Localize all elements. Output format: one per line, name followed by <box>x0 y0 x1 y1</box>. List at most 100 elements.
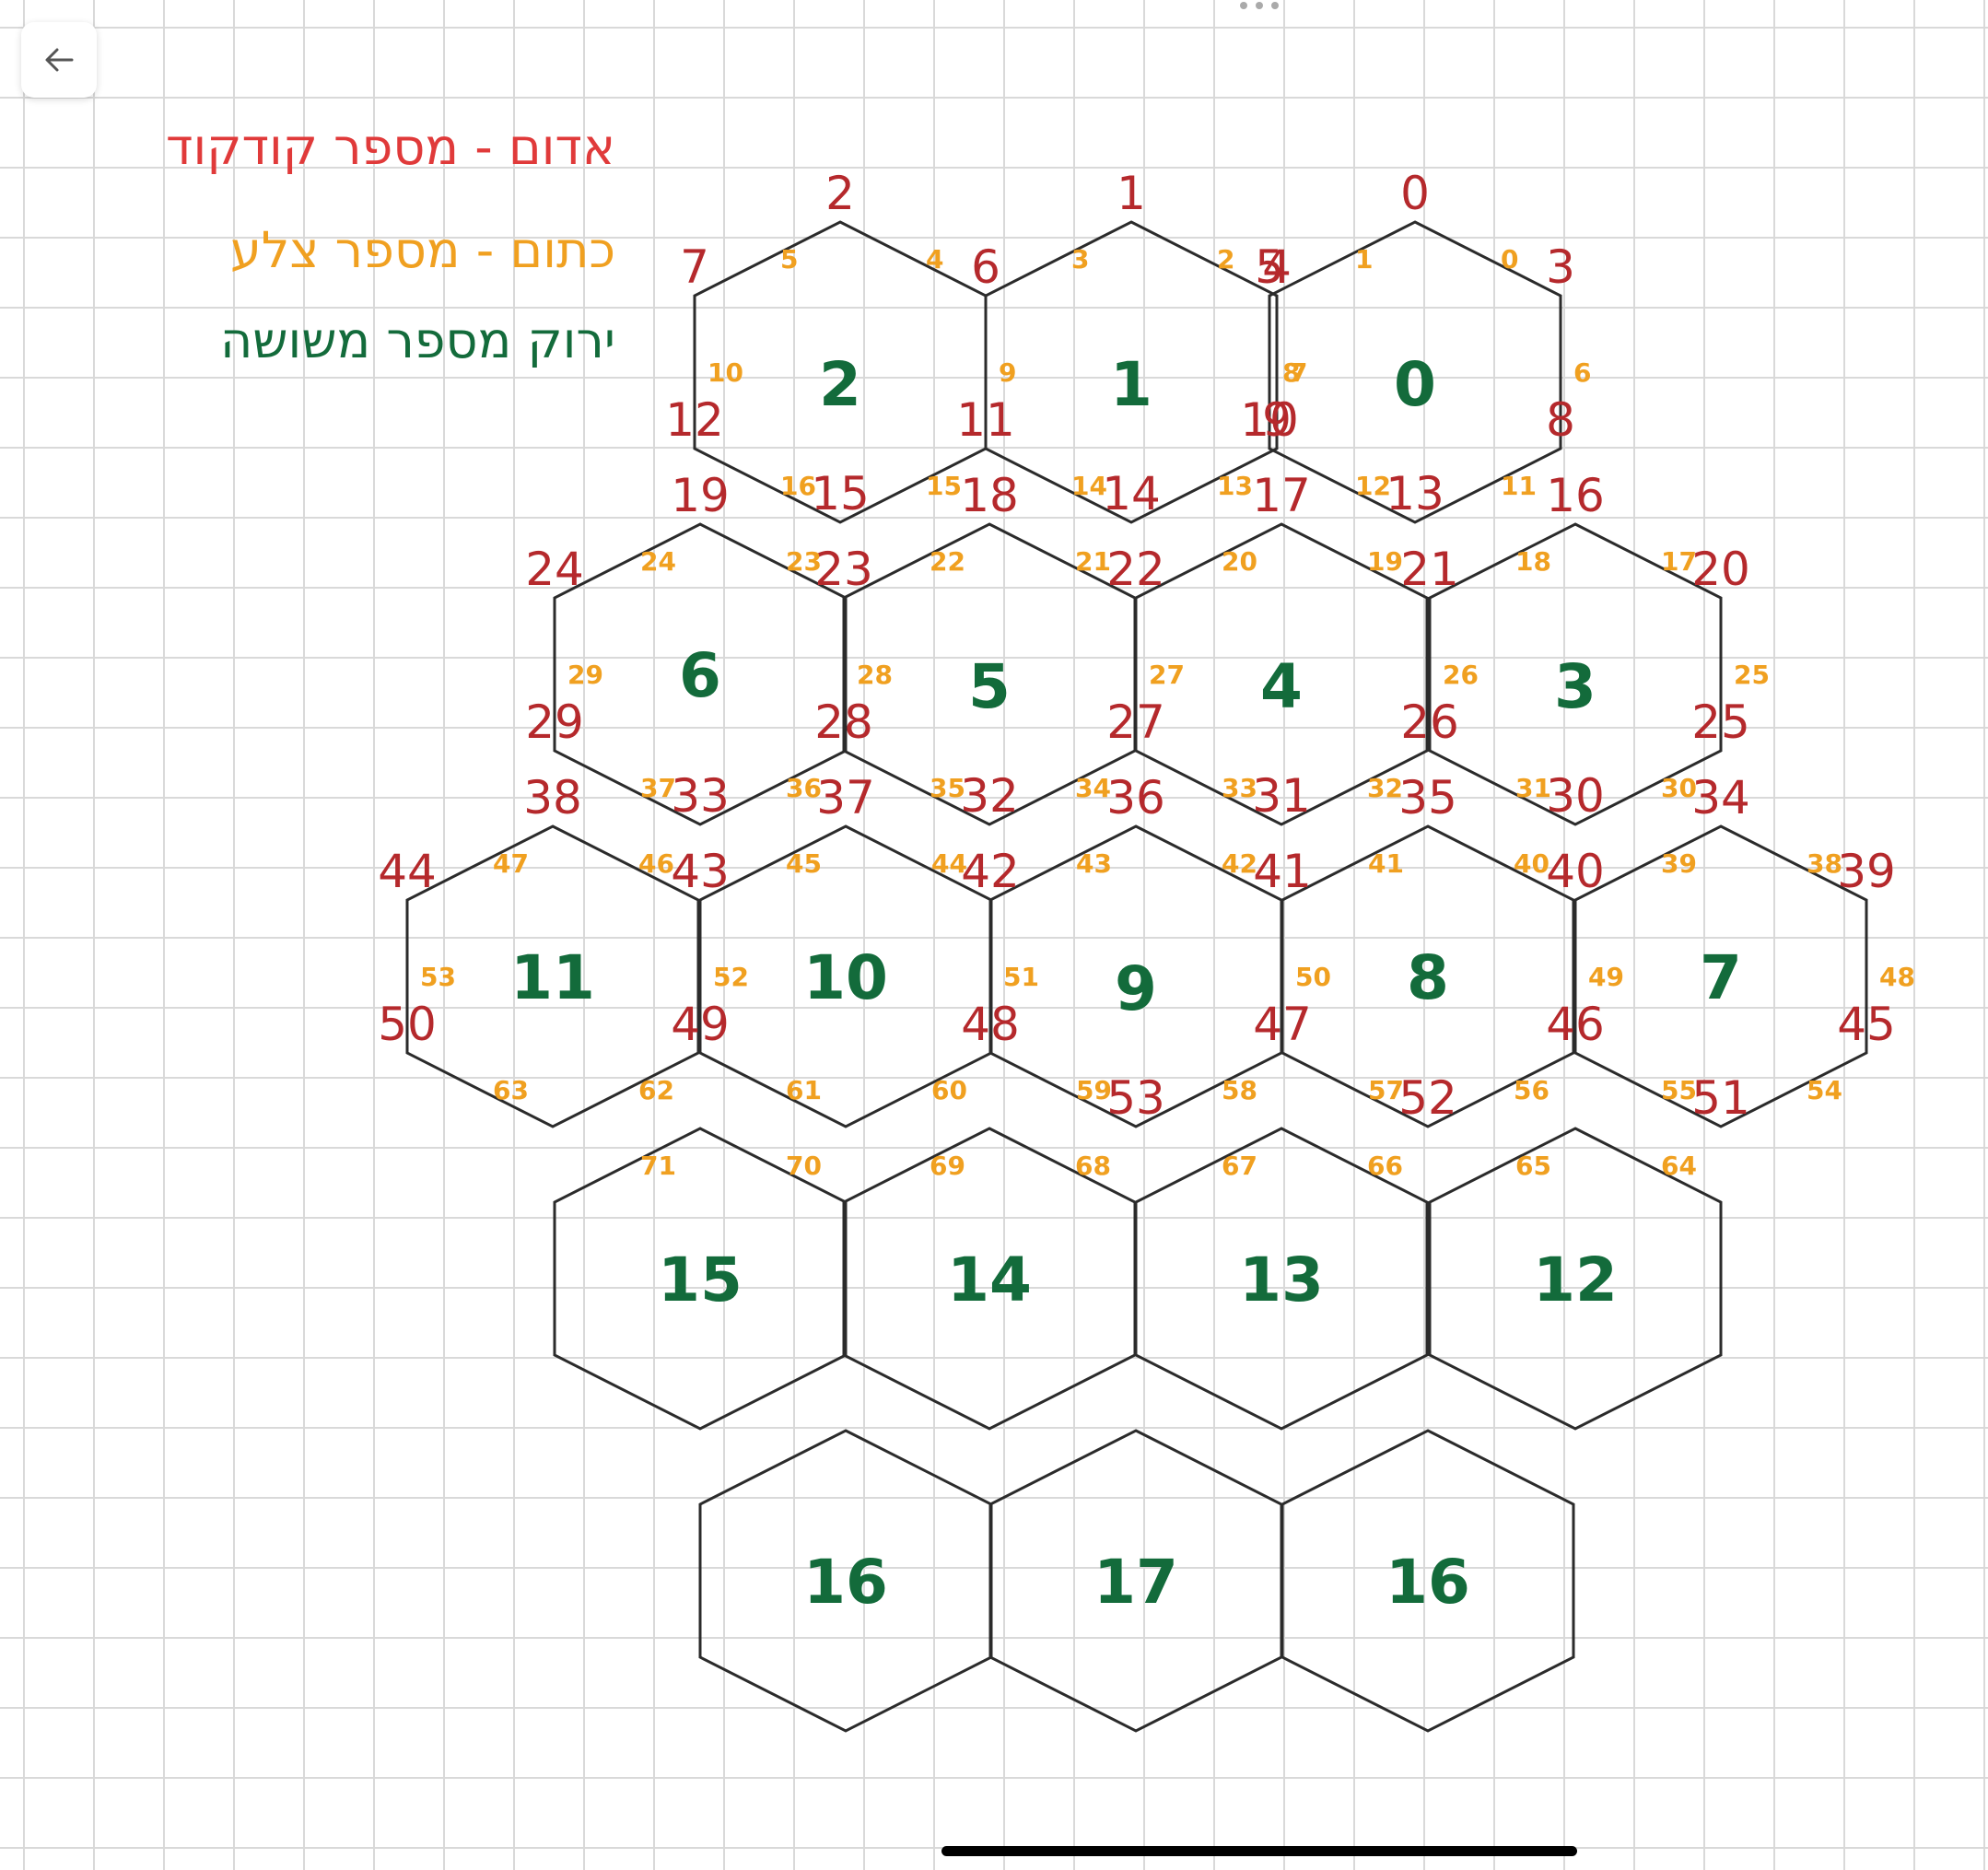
vertex-label: 47 <box>1253 998 1312 1051</box>
hexagon-number: 7 <box>1700 942 1742 1013</box>
hexagon-outline <box>553 1127 848 1431</box>
edge-label: 48 <box>1879 962 1915 992</box>
edge-label: 14 <box>1071 471 1107 501</box>
edge-label: 63 <box>493 1075 529 1105</box>
hexagon-outline <box>698 824 993 1128</box>
legend-edge: כתום - מספר צלע <box>229 221 615 279</box>
hexagon-number: 15 <box>658 1245 743 1315</box>
vertex-label: 27 <box>1106 695 1165 749</box>
vertex-label: 43 <box>671 845 730 898</box>
vertex-label: 42 <box>961 845 1020 898</box>
edge-label: 13 <box>1217 471 1253 501</box>
more-dots-icon[interactable] <box>1234 0 1284 17</box>
edge-label: 20 <box>1222 546 1257 577</box>
edge-label: 58 <box>1222 1075 1257 1105</box>
vertex-label: 18 <box>960 469 1019 522</box>
hexagon-number: 11 <box>510 942 595 1013</box>
edge-label: 32 <box>1367 773 1403 803</box>
vertex-label: 11 <box>956 393 1015 447</box>
vertex-label: 26 <box>1400 695 1459 749</box>
vertex-label: 25 <box>1691 695 1750 749</box>
edge-label: 56 <box>1514 1075 1549 1105</box>
edge-label: 51 <box>1003 962 1039 992</box>
edge-label: 29 <box>567 660 603 690</box>
edge-label: 4 <box>926 244 943 275</box>
hexagon-number: 5 <box>968 651 1011 722</box>
vertex-label: 35 <box>1398 771 1457 824</box>
edge-label: 54 <box>1807 1075 1842 1105</box>
vertex-label: 1 <box>1117 167 1146 220</box>
edge-label: 35 <box>930 773 965 803</box>
vertex-label: 8 <box>1546 393 1575 447</box>
hexagon-number: 0 <box>1394 349 1436 420</box>
edge-label: 12 <box>1355 471 1391 501</box>
edge-label: 67 <box>1222 1151 1257 1181</box>
edge-label: 68 <box>1075 1151 1111 1181</box>
edge-label: 40 <box>1514 848 1549 879</box>
vertex-label: 33 <box>671 769 730 823</box>
hexagon-outline <box>405 824 700 1128</box>
vertex-label: 13 <box>1386 467 1444 520</box>
edge-label: 3 <box>1071 244 1089 275</box>
edge-label: 17 <box>1661 546 1697 577</box>
edge-label: 34 <box>1075 773 1111 803</box>
edge-label: 38 <box>1807 848 1842 879</box>
hexagon-outline <box>698 1429 993 1733</box>
edge-label: 50 <box>1295 962 1331 992</box>
edge-label: 33 <box>1222 773 1257 803</box>
edge-label: 26 <box>1443 660 1479 690</box>
edge-label: 53 <box>420 962 456 992</box>
vertex-label: 53 <box>1106 1071 1165 1125</box>
hexagon-number: 2 <box>819 349 861 420</box>
hexagon-number: 16 <box>1386 1547 1470 1618</box>
edge-label: 23 <box>786 546 822 577</box>
vertex-label: 21 <box>1400 543 1459 596</box>
legend-hexagon: ירוק מספר משושה <box>219 311 615 369</box>
edge-label: 16 <box>780 471 816 501</box>
edge-label: 0 <box>1501 244 1518 275</box>
vertex-label: 36 <box>1106 771 1165 824</box>
vertex-label: 32 <box>960 769 1019 823</box>
edge-label: 6 <box>1573 357 1591 388</box>
vertex-label: 44 <box>378 845 437 898</box>
hexagon-number: 13 <box>1239 1245 1324 1315</box>
hexagon-number: 14 <box>947 1245 1032 1315</box>
edge-label: 42 <box>1222 848 1257 879</box>
hexagon-outline <box>1268 220 1562 524</box>
edge-label: 19 <box>1367 546 1403 577</box>
hexagon-number: 12 <box>1533 1245 1618 1315</box>
edge-label: 43 <box>1076 848 1112 879</box>
edge-label: 15 <box>926 471 962 501</box>
back-button[interactable] <box>21 22 97 98</box>
edge-label: 45 <box>786 848 822 879</box>
vertex-label: 30 <box>1546 769 1605 823</box>
edge-label: 36 <box>786 773 822 803</box>
edge-label: 31 <box>1515 773 1551 803</box>
edge-label: 61 <box>786 1075 822 1105</box>
edge-label: 27 <box>1149 660 1185 690</box>
edge-label: 1 <box>1355 244 1373 275</box>
edge-label: 66 <box>1367 1151 1403 1181</box>
hexagon-number: 8 <box>1407 942 1449 1013</box>
vertex-label: 45 <box>1837 998 1896 1051</box>
edge-label: 8 <box>1282 357 1300 388</box>
edge-label: 30 <box>1661 773 1697 803</box>
edge-label: 70 <box>786 1151 822 1181</box>
vertex-label: 40 <box>1546 845 1605 898</box>
hexagon-number: 16 <box>803 1547 888 1618</box>
vertex-label: 16 <box>1546 469 1605 522</box>
vertex-label: 41 <box>1253 845 1312 898</box>
hexagon-outline <box>693 220 988 524</box>
hexagon-outline <box>1573 824 1868 1128</box>
edge-label: 25 <box>1734 660 1770 690</box>
edge-label: 71 <box>640 1151 676 1181</box>
vertex-label: 52 <box>1398 1071 1457 1125</box>
vertex-label: 29 <box>525 695 584 749</box>
edge-label: 22 <box>930 546 965 577</box>
edge-label: 57 <box>1368 1075 1404 1105</box>
vertex-label: 46 <box>1546 998 1605 1051</box>
edge-label: 5 <box>780 244 798 275</box>
edge-label: 65 <box>1515 1151 1551 1181</box>
